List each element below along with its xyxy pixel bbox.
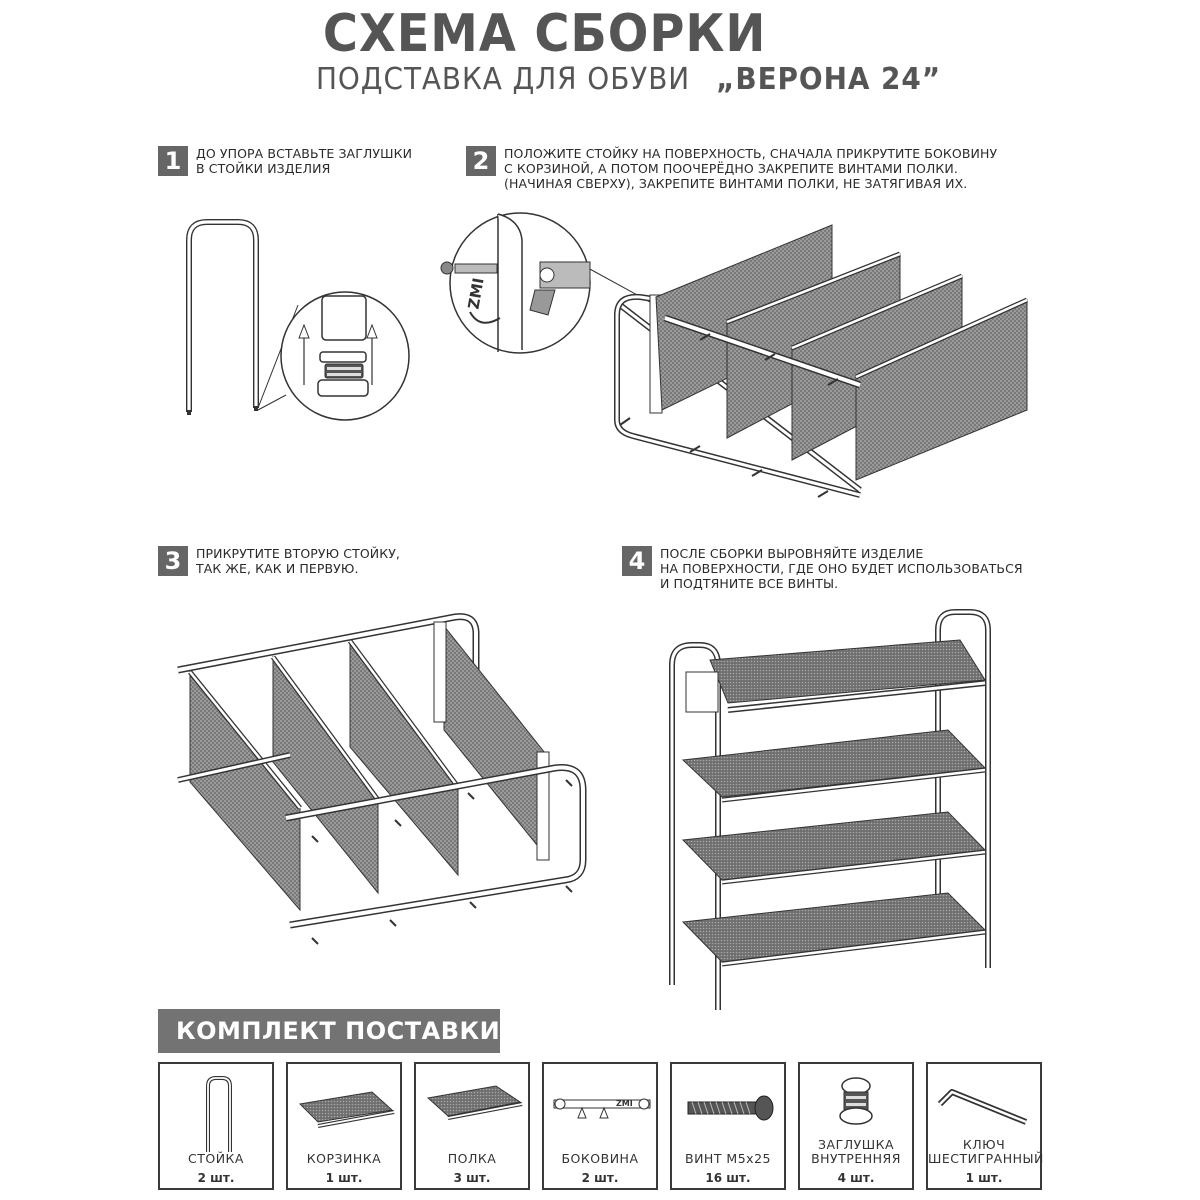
- kit-item-post: СТОЙКА 2 шт.: [158, 1062, 274, 1190]
- shelf-icon: [426, 1085, 523, 1120]
- step-1-text: ДО УПОРА ВСТАВЬТЕ ЗАГЛУШКИ В СТОЙКИ ИЗДЕ…: [196, 146, 412, 176]
- side-bar-icon: ZMI: [553, 1098, 651, 1119]
- kit-item-qty: 2 шт.: [197, 1171, 235, 1185]
- step-3-number: 3: [158, 546, 188, 576]
- kit-item-shelf: ПОЛКА 3 шт.: [414, 1062, 530, 1190]
- step-4-line: ПОСЛЕ СБОРКИ ВЫРОВНЯЙТЕ ИЗДЕЛИЕ: [660, 546, 924, 561]
- step-2-line: (НАЧИНАЯ СВЕРХУ), ЗАКРЕПИТЕ ВИНТАМИ ПОЛК…: [504, 176, 968, 191]
- svg-text:ZMI: ZMI: [464, 277, 487, 311]
- step-1-line: В СТОЙКИ ИЗДЕЛИЯ: [196, 161, 331, 176]
- step-4-line: НА ПОВЕРХНОСТИ, ГДЕ ОНО БУДЕТ ИСПОЛЬЗОВА…: [660, 561, 1023, 576]
- step-1-line: ДО УПОРА ВСТАВЬТЕ ЗАГЛУШКИ: [196, 146, 413, 161]
- kit-item-name-line: ЗАГЛУШКА: [818, 1137, 894, 1152]
- plug-icon: [839, 1077, 873, 1125]
- plug-detail-icon: [298, 295, 378, 397]
- kit-item-name-line: ВНУТРЕННЯЯ: [811, 1151, 901, 1166]
- screw-detail-icon: ZMI: [440, 213, 591, 352]
- kit-item-name: ЗАГЛУШКА ВНУТРЕННЯЯ: [800, 1138, 912, 1166]
- product-type: ПОДСТАВКА ДЛЯ ОБУВИ: [316, 62, 691, 97]
- kit-item-basket: КОРЗИНКА 1 шт.: [286, 1062, 402, 1190]
- brand-mark: ZMI: [616, 1099, 633, 1108]
- kit-item-qty: 1 шт.: [325, 1171, 363, 1185]
- step-1-number: 1: [158, 146, 188, 176]
- step-4-number: 4: [622, 546, 652, 576]
- kit-item-plug: ЗАГЛУШКА ВНУТРЕННЯЯ 4 шт.: [798, 1062, 914, 1190]
- kit-item-name: БОКОВИНА: [561, 1151, 639, 1166]
- step-3-text: ПРИКРУТИТЕ ВТОРУЮ СТОЙКУ, ТАК ЖЕ, КАК И …: [196, 546, 400, 576]
- kit-item-name: КЛЮЧ ШЕСТИГРАННЫЙ: [928, 1137, 1044, 1166]
- step-2-number: 2: [466, 146, 496, 176]
- hex-key-icon: [937, 1089, 1028, 1125]
- kit-item-qty: 2 шт.: [581, 1171, 619, 1185]
- frame-post-icon: [206, 1076, 232, 1152]
- step-3-line: ПРИКРУТИТЕ ВТОРУЮ СТОЙКУ,: [196, 546, 401, 561]
- page-subtitle: ПОДСТАВКА ДЛЯ ОБУВИ „ВЕРОНА 24”: [316, 62, 941, 97]
- product-model: „ВЕРОНА 24”: [716, 62, 941, 97]
- screw-icon: [687, 1095, 774, 1121]
- kit-item-qty: 4 шт.: [837, 1171, 875, 1185]
- kit-item-name-line: КЛЮЧ: [962, 1137, 1006, 1152]
- step-4-line: И ПОДТЯНИТЕ ВСЕ ВИНТЫ.: [660, 576, 839, 591]
- kit-item-qty: 1 шт.: [965, 1171, 1003, 1185]
- step-3-line: ТАК ЖЕ, КАК И ПЕРВУЮ.: [196, 561, 359, 576]
- kit-item-screw: ВИНТ М5х25 16 шт.: [670, 1062, 786, 1190]
- step-2-line: ПОЛОЖИТЕ СТОЙКУ НА ПОВЕРХНОСТЬ, СНАЧАЛА …: [504, 146, 998, 161]
- kit-item-name: СТОЙКА: [188, 1151, 244, 1166]
- step-4-text: ПОСЛЕ СБОРКИ ВЫРОВНЯЙТЕ ИЗДЕЛИЕ НА ПОВЕР…: [660, 546, 1023, 591]
- kit-item-qty: 16 шт.: [705, 1171, 751, 1185]
- step-2-line: С КОРЗИНОЙ, А ПОТОМ ПООЧЕРЁДНО ЗАКРЕПИТЕ…: [504, 161, 958, 176]
- kit-item-name: КОРЗИНКА: [306, 1151, 382, 1166]
- kit-title: КОМПЛЕКТ ПОСТАВКИ: [158, 1009, 500, 1053]
- basket-icon: [298, 1091, 395, 1128]
- step-2-text: ПОЛОЖИТЕ СТОЙКУ НА ПОВЕРХНОСТЬ, СНАЧАЛА …: [504, 146, 997, 191]
- kit-item-name: ПОЛКА: [447, 1151, 497, 1166]
- kit-item-name: ВИНТ М5х25: [685, 1151, 771, 1166]
- page-title: СХЕМА СБОРКИ: [322, 4, 767, 64]
- kit-item-side-bar: ZMI БОКОВИНА 2 шт.: [542, 1062, 658, 1190]
- kit-item-name-line: ШЕСТИГРАННЫЙ: [928, 1151, 1044, 1166]
- kit-item-qty: 3 шт.: [453, 1171, 491, 1185]
- kit-item-hex-key: КЛЮЧ ШЕСТИГРАННЫЙ 1 шт.: [926, 1062, 1044, 1190]
